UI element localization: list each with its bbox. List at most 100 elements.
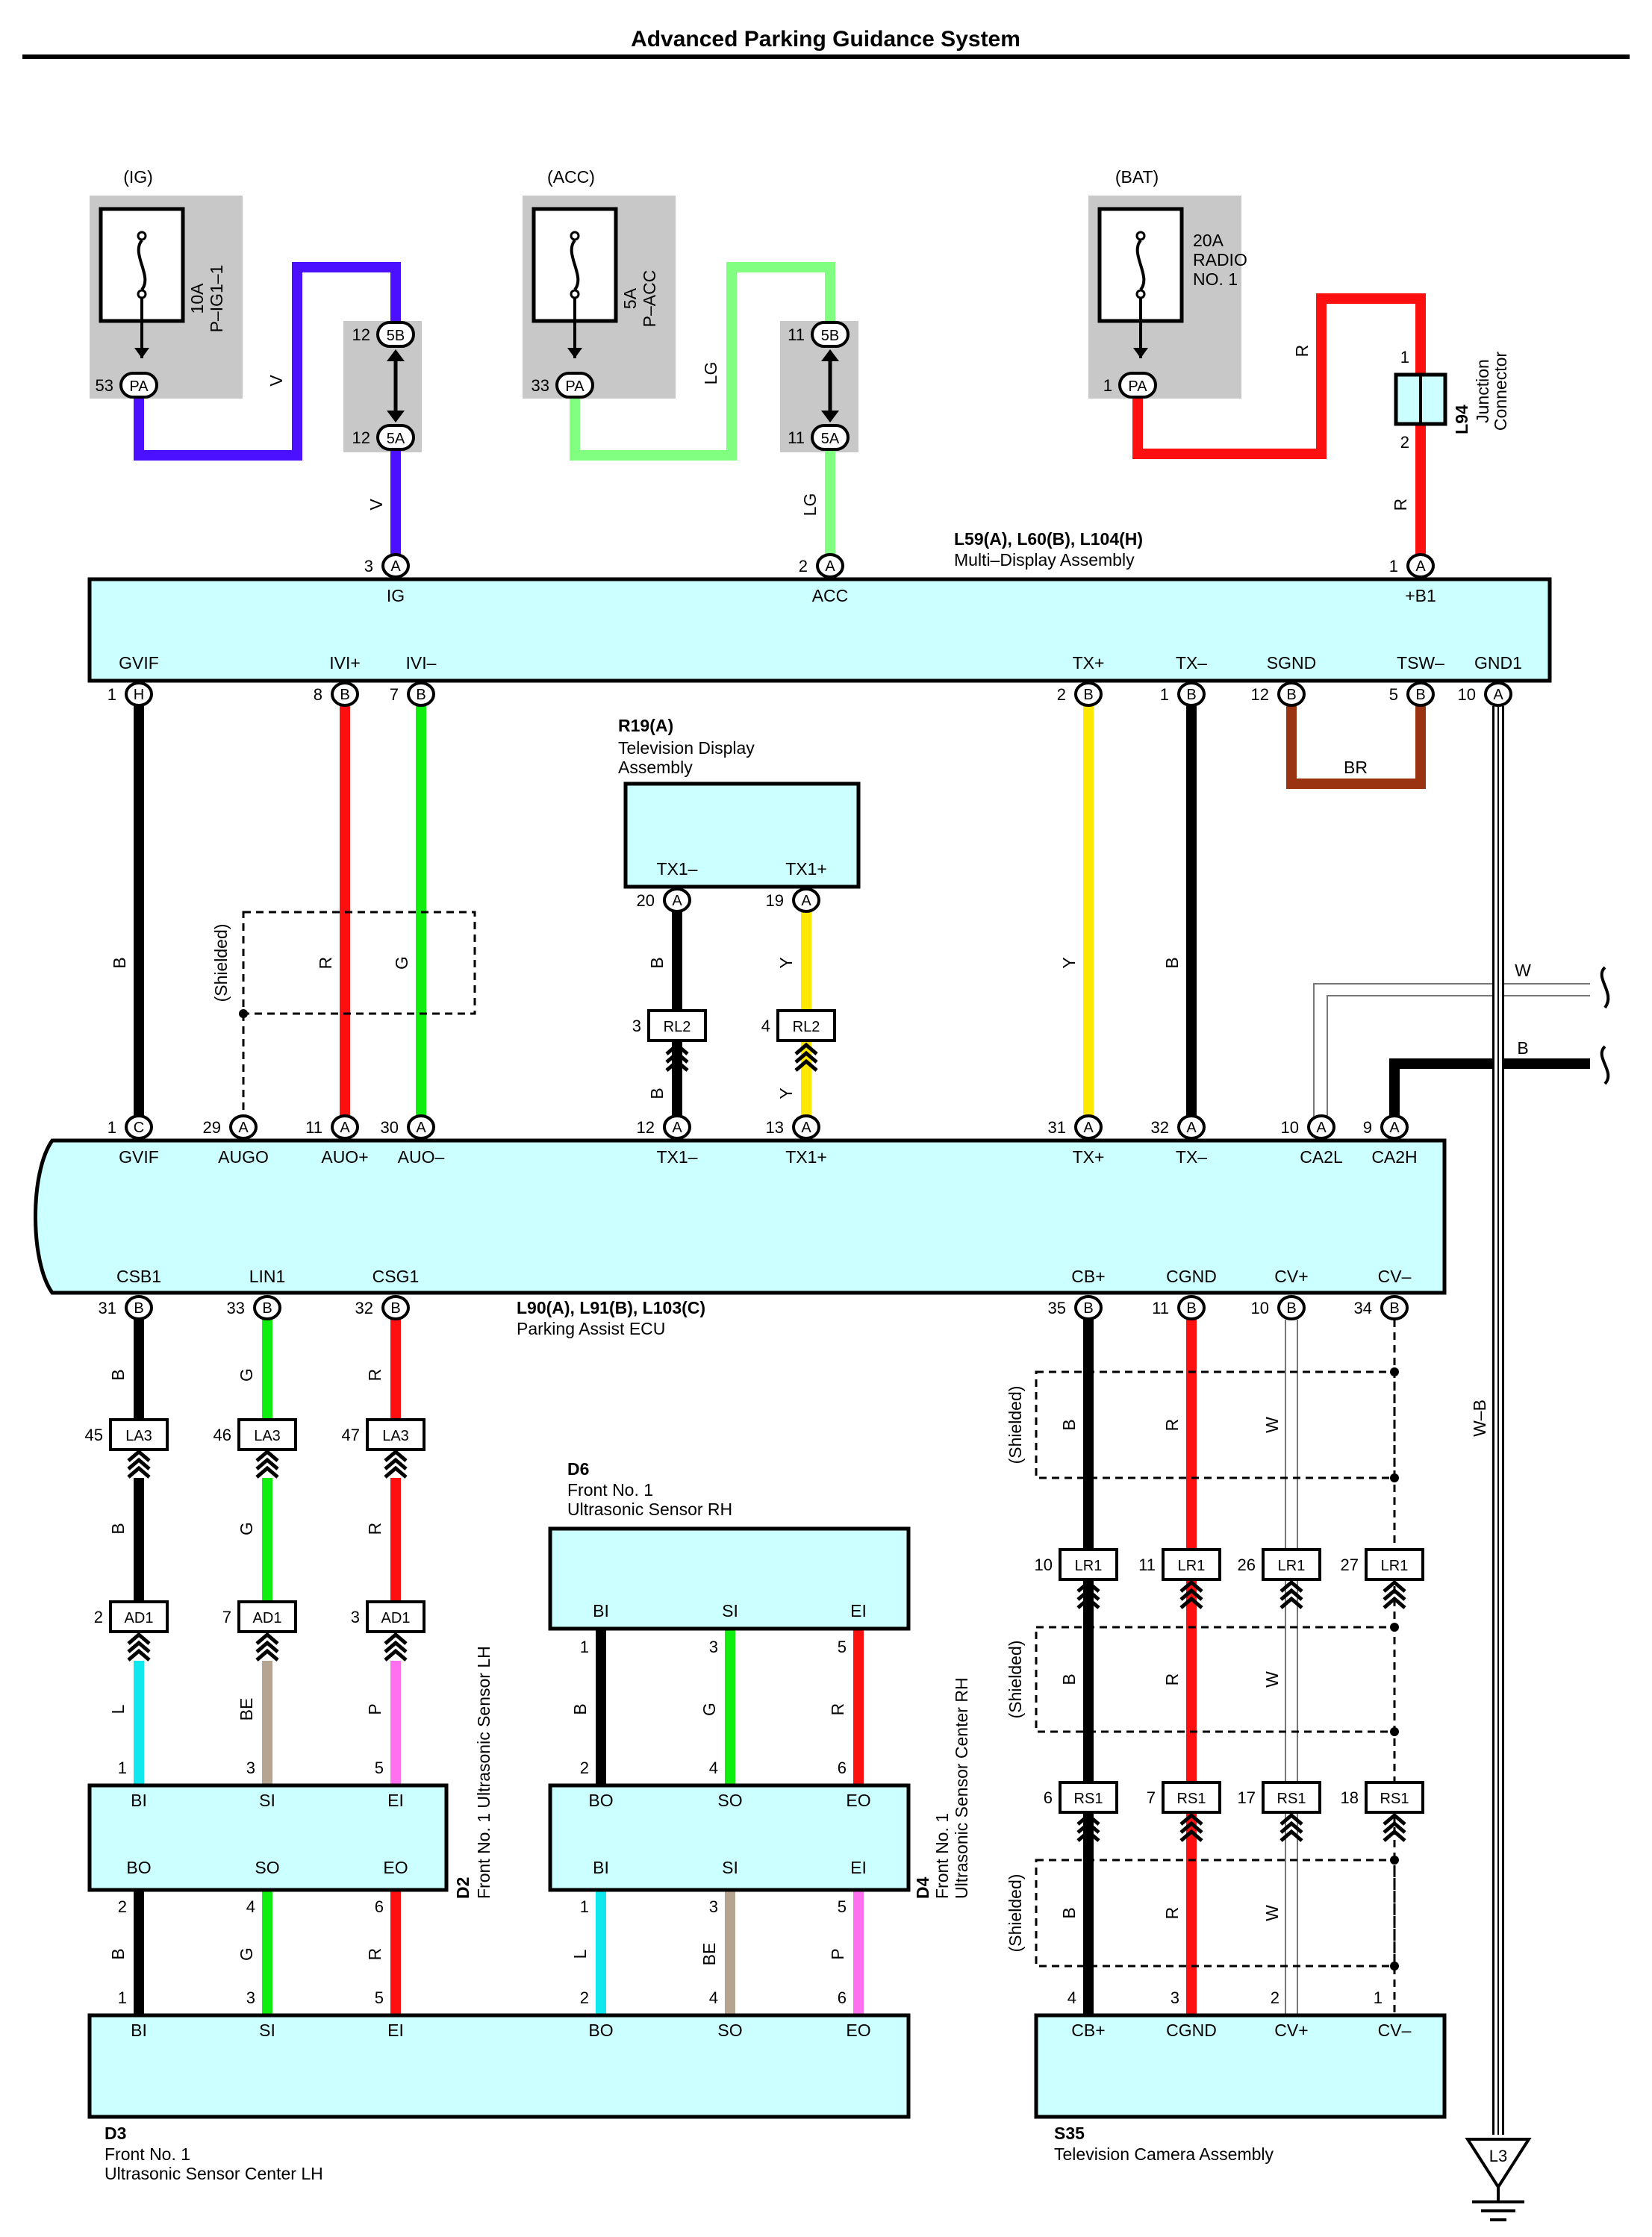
page-title: Advanced Parking Guidance System: [631, 27, 1020, 52]
la3-chevron: [127, 1449, 151, 1462]
lr1-connector-box: [1262, 1548, 1321, 1581]
wire-label-camera-w: W: [1262, 1671, 1282, 1688]
wire-label-tx1p: Y: [776, 957, 796, 968]
parking-ecu-bottom-num: 11: [1152, 1299, 1169, 1317]
tv-display-code: R19(A): [618, 716, 673, 735]
la3-chevron: [384, 1457, 408, 1470]
rs1-connector-num: 6: [1044, 1788, 1053, 1807]
wire-label-sensor-upper: B: [108, 1369, 128, 1380]
rs1-connector-box: [1365, 1781, 1424, 1814]
parking-ecu-top-pin: [663, 1114, 691, 1140]
multi-display-bottom-num: 10: [1458, 685, 1476, 704]
d2-code: D2: [453, 1877, 473, 1899]
multi-display-pin-label: IG: [387, 586, 405, 605]
multi-display-pin-label: GVIF: [119, 653, 159, 673]
wire-label-d6: R: [828, 1703, 847, 1716]
la3-connector-conn: LA3: [125, 1428, 152, 1444]
rl2-connector-box: [776, 1009, 836, 1042]
rs1-chevron: [1279, 1829, 1303, 1842]
rl2-chevron: [665, 1050, 689, 1064]
rs1-chevron: [1279, 1821, 1303, 1834]
multi-display-bottom-num: 8: [314, 685, 322, 704]
multi-display-bottom-pin: [1277, 681, 1306, 707]
lr1-connector-conn: LR1: [1381, 1558, 1409, 1574]
fuse-connector-conn: PA: [1128, 378, 1147, 395]
parking-ecu-top-num: 13: [766, 1118, 784, 1137]
s35-pin-num: 3: [1171, 1988, 1179, 2007]
multi-display-pin-label: SGND: [1267, 653, 1316, 673]
parking-ecu-bottom-num: 10: [1251, 1299, 1269, 1317]
wire-label-txm: B: [1162, 957, 1182, 968]
parking-ecu-pin-label: CV+: [1274, 1267, 1308, 1286]
junction-top-num: 11: [788, 325, 805, 344]
wire-label-camera-b: B: [1059, 1673, 1079, 1685]
lr1-connector-num: 11: [1138, 1556, 1156, 1574]
rs1-connector-num: 17: [1238, 1788, 1256, 1807]
multi-display-bottom-pin: [125, 681, 153, 707]
multi-display-bottom-conn: B: [1286, 687, 1296, 703]
ad1-chevron: [384, 1632, 408, 1645]
parking-ecu-pin-label: CV–: [1378, 1267, 1412, 1286]
wire-label-sensor-lower: BE: [237, 1698, 256, 1721]
lr1-connector-conn: LR1: [1075, 1558, 1103, 1574]
fuse-arrow: [567, 348, 582, 358]
multi-display-bottom-conn: B: [340, 687, 349, 703]
ad1-connector-conn: AD1: [381, 1610, 411, 1626]
parking-ecu-top-pin: [331, 1114, 359, 1140]
rl2-chevron: [794, 1058, 818, 1072]
junction-bottom-conn: 5A: [387, 431, 405, 447]
ad1-connector-box: [237, 1600, 297, 1633]
junction-top-pin: [376, 321, 415, 348]
d3-pin-num: 5: [375, 1988, 384, 2007]
la3-chevron: [384, 1465, 408, 1479]
lr1-chevron: [1383, 1596, 1406, 1609]
parking-ecu-top-conn: A: [340, 1120, 350, 1136]
parking-ecu-bottom-pin: [125, 1295, 153, 1320]
tv-display-pin-conn: A: [672, 893, 682, 909]
fuse-term: [570, 231, 580, 241]
la3-chevron: [127, 1465, 151, 1479]
d3-code: D3: [105, 2124, 126, 2143]
rs1-chevron: [1076, 1821, 1100, 1834]
parking-ecu-bottom-pin: [381, 1295, 410, 1320]
wire-label-acc1: LG: [701, 362, 720, 385]
multi-display-top-conn: A: [390, 558, 401, 575]
d3-pin-num: 3: [246, 1988, 255, 2007]
rl2-connector-num: 4: [761, 1017, 770, 1035]
d4-name: Front No. 1Ultrasonic Sensor Center RH: [932, 1677, 971, 1899]
shield-box-camera: [1035, 1370, 1396, 1479]
parking-ecu-bottom-conn: B: [1389, 1300, 1399, 1317]
s35-pin-num: 1: [1374, 1988, 1383, 2007]
fuse-connector-pin: [119, 372, 158, 399]
d2-pin-num: 5: [375, 1759, 384, 1777]
multi-display-bottom-pin: [1177, 681, 1206, 707]
fuse-element: [137, 239, 147, 291]
parking-ecu-pin-label: CA2L: [1300, 1147, 1343, 1167]
shield-node: [1390, 1473, 1399, 1482]
shield-node: [1390, 1623, 1399, 1632]
d4-pin-num: 6: [838, 1759, 847, 1777]
multi-display-top-conn: A: [825, 558, 835, 575]
l94-code: L94: [1452, 405, 1471, 434]
fuse-term: [137, 231, 147, 241]
fuse-supply-label: (BAT): [1115, 167, 1159, 187]
rs1-connector-box: [1262, 1781, 1321, 1814]
la3-chevron: [127, 1457, 151, 1470]
d4-pin-label: BI: [593, 1858, 609, 1877]
junction-link-arrow-down: [387, 411, 405, 422]
lr1-chevron: [1279, 1596, 1303, 1609]
ground-triangle: [1465, 2138, 1532, 2190]
wire-label-sensor-upper: R: [365, 1369, 384, 1382]
wire-sgnd: [1286, 706, 1426, 789]
d4-pin-num: 3: [709, 1897, 718, 1916]
multi-display-bottom-conn: B: [1083, 687, 1093, 703]
multi-display-code: L59(A), L60(B), L104(H): [954, 529, 1143, 549]
multi-display-bottom-conn: B: [1415, 687, 1425, 703]
multi-display-bottom-pin: [1406, 681, 1435, 707]
wire-label-camera-r: R: [1162, 1907, 1182, 1920]
wire-label-bat2: R: [1391, 499, 1410, 511]
shield-box-ivi: [242, 911, 476, 1015]
multi-display-bottom-conn: H: [134, 687, 144, 703]
